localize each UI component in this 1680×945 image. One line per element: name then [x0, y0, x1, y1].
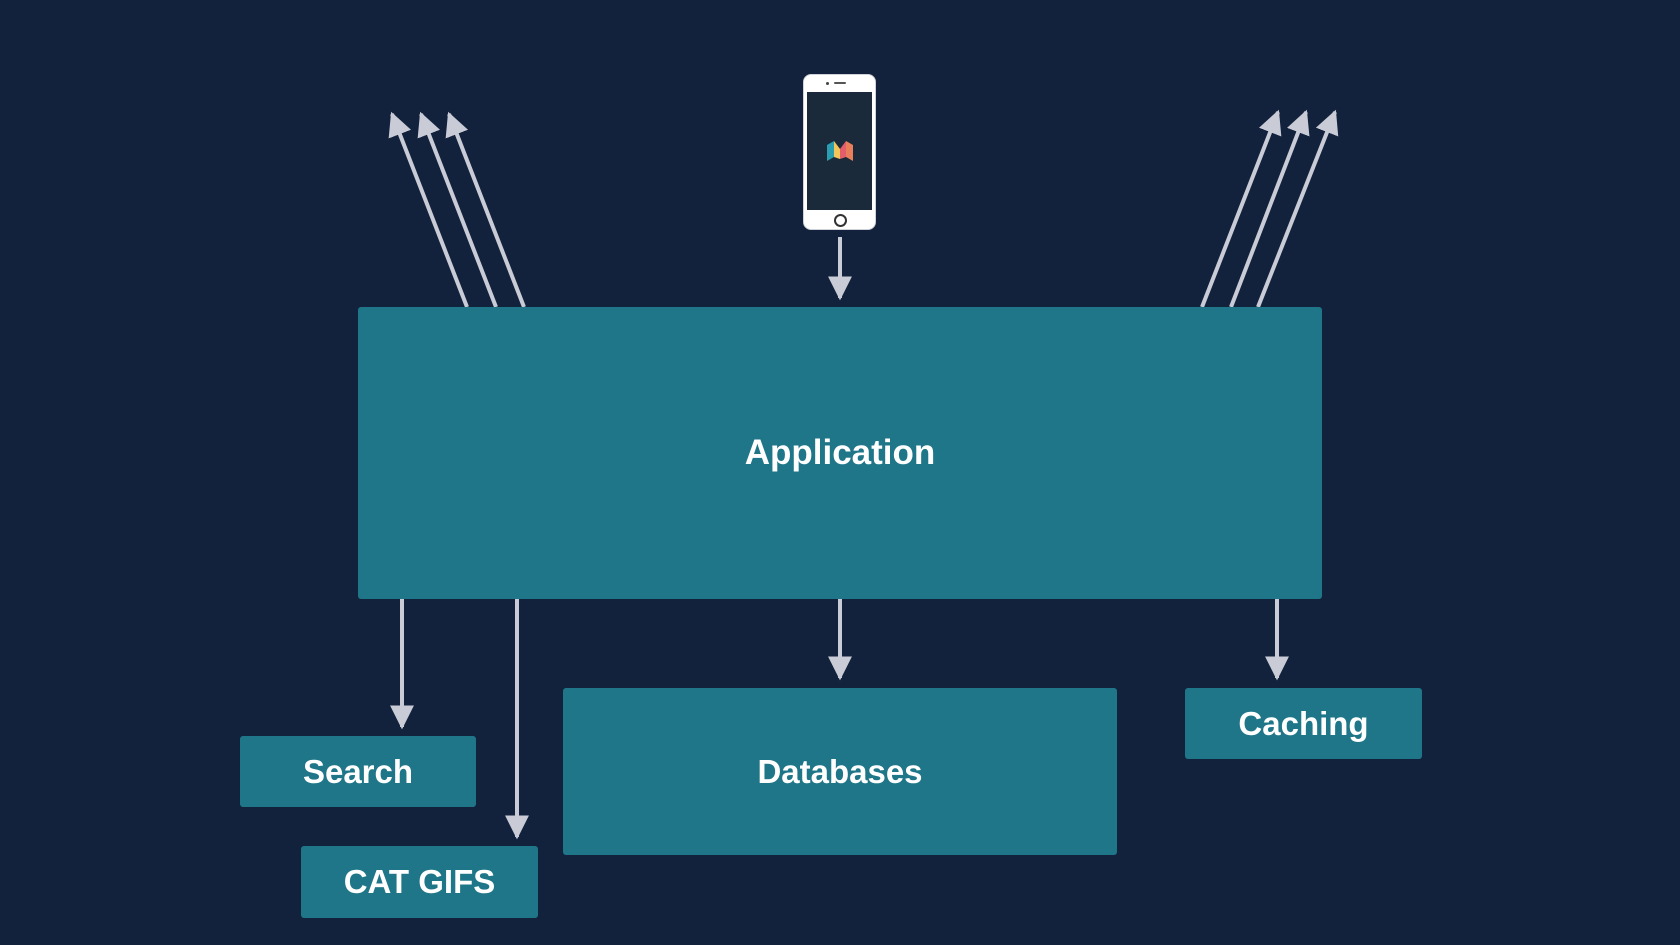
databases-label: Databases [757, 752, 923, 790]
caching-label: Caching [1238, 704, 1369, 742]
search-label: Search [302, 752, 414, 790]
arrow-outbound-right-2 [1229, 109, 1310, 308]
m-logo-icon [826, 141, 853, 161]
phone-screen [807, 92, 872, 210]
arrow-outbound-right-1 [1200, 109, 1282, 308]
phone-home-button [834, 214, 847, 227]
phone-camera [826, 82, 829, 85]
application-label: Application [744, 433, 936, 472]
mobile-phone-icon [803, 74, 876, 230]
cat-gifs-box: CAT GIFS [301, 846, 538, 918]
arrow-outbound-left-2 [417, 111, 498, 308]
arrow-outbound-left-1 [388, 111, 469, 308]
arrow-outbound-left-3 [445, 111, 526, 308]
caching-box: Caching [1185, 688, 1422, 759]
cat-gifs-label: CAT GIFS [343, 863, 496, 900]
phone-speaker [834, 82, 846, 84]
databases-box: Databases [563, 688, 1117, 855]
application-box: Application [358, 307, 1322, 599]
search-box: Search [240, 736, 476, 807]
arrow-outbound-right-3 [1256, 109, 1339, 308]
